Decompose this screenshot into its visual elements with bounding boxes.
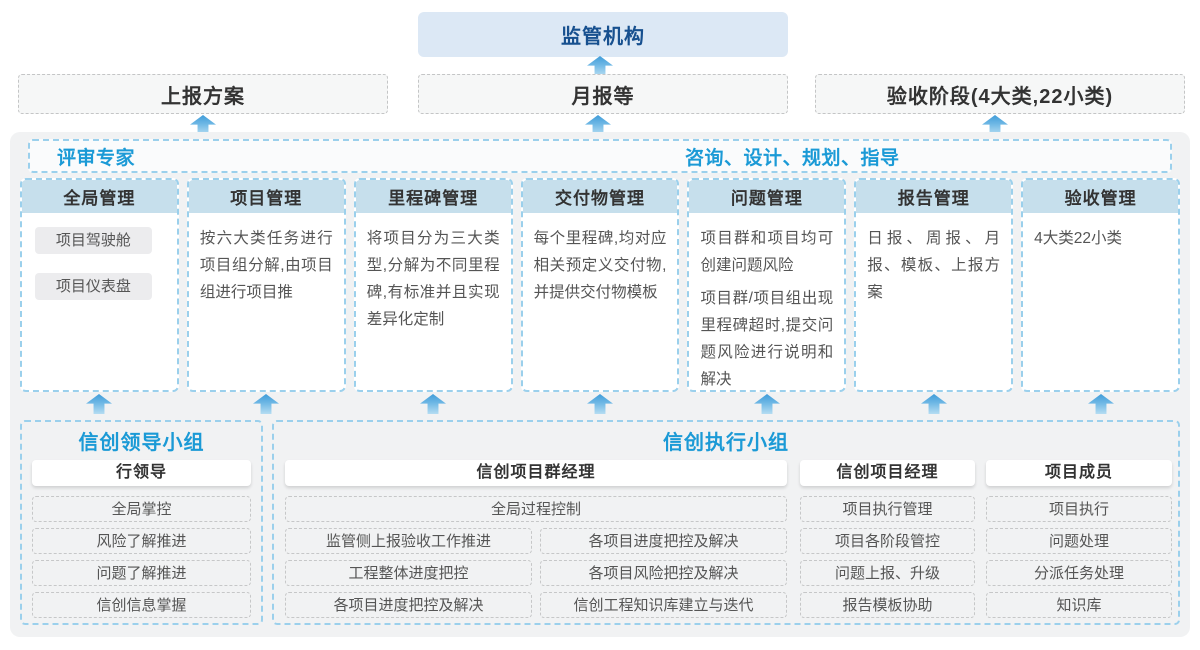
consulting-label: 咨询、设计、规划、指导 bbox=[685, 147, 900, 169]
up-arrow-column-6 bbox=[921, 394, 947, 414]
management-column-7: 验收管理 4大类22小类 bbox=[1021, 178, 1181, 392]
up-arrow-column-4 bbox=[587, 394, 613, 414]
exec-group-box: 信创执行小组 信创项目群经理全局过程控制监管侧上报验收工作推进工程整体进度把控各… bbox=[272, 420, 1180, 625]
up-arrow-column-5 bbox=[754, 394, 780, 414]
up-arrow-column-2 bbox=[253, 394, 279, 414]
leader-item: 问题了解推进 bbox=[32, 560, 251, 586]
column-text: 4大类22小类 bbox=[1034, 230, 1123, 247]
management-column-4: 交付物管理每个里程碑,均对应相关预定义交付物,并提供交付物模板 bbox=[520, 178, 680, 392]
member-item: 知识库 bbox=[986, 592, 1172, 618]
column-body: 将项目分为三大类型,分解为不同里程碑,有标准并且实现差异化定制 bbox=[356, 213, 511, 347]
column-text: 每个里程碑,均对应相关预定义交付物,并提供交付物模板 bbox=[533, 230, 667, 301]
member-item: 问题处理 bbox=[986, 528, 1172, 554]
report-box-monthly: 月报等 bbox=[418, 74, 788, 114]
management-columns: 全局管理项目驾驶舱项目仪表盘项目管理按六大类任务进行项目组分解,由项目组进行项目… bbox=[20, 178, 1181, 392]
report-box-plan: 上报方案 bbox=[18, 74, 388, 114]
column-title: 问题管理 bbox=[689, 180, 845, 213]
role-chip-bank-leader: 行领导 bbox=[32, 460, 251, 486]
report-box-acceptance: 验收阶段(4大类,22小类) bbox=[815, 74, 1185, 114]
exec-group-title: 信创执行小组 bbox=[663, 432, 789, 454]
column-body: 项目驾驶舱项目仪表盘 bbox=[22, 213, 177, 327]
role-chip-project-manager: 信创项目经理 bbox=[800, 460, 975, 486]
up-arrow-regulator bbox=[587, 56, 613, 76]
role-chip-member: 项目成员 bbox=[986, 460, 1172, 486]
column-body: 4大类22小类 bbox=[1023, 213, 1178, 266]
leader-group-title: 信创领导小组 bbox=[78, 432, 205, 454]
regulator-box: 监管机构 bbox=[418, 12, 788, 57]
role-chip-program-manager: 信创项目群经理 bbox=[285, 460, 787, 486]
platform-container: 评审专家 咨询、设计、规划、指导 全局管理项目驾驶舱项目仪表盘项目管理按六大类任… bbox=[10, 132, 1190, 637]
column-body: 每个里程碑,均对应相关预定义交付物,并提供交付物模板 bbox=[523, 213, 678, 320]
feature-chip: 项目仪表盘 bbox=[35, 273, 152, 300]
management-column-2: 项目管理按六大类任务进行项目组分解,由项目组进行项目推 bbox=[186, 178, 346, 392]
member-item: 分派任务处理 bbox=[986, 560, 1172, 586]
column-body: 项目群和项目均可创建问题风险项目群/项目组出现里程碑超时,提交问题风险进行说明和… bbox=[689, 213, 844, 390]
column-title: 里程碑管理 bbox=[355, 180, 511, 213]
up-arrow-column-7 bbox=[1088, 394, 1114, 414]
experts-bar: 评审专家 咨询、设计、规划、指导 bbox=[28, 139, 1172, 173]
management-column-3: 里程碑管理将项目分为三大类型,分解为不同里程碑,有标准并且实现差异化定制 bbox=[353, 178, 513, 392]
program-manager-item: 各项目风险把控及解决 bbox=[540, 560, 787, 586]
column-title: 全局管理 bbox=[22, 180, 177, 213]
column-title: 交付物管理 bbox=[522, 180, 678, 213]
program-manager-item: 信创工程知识库建立与迭代 bbox=[540, 592, 787, 618]
program-manager-item: 监管侧上报验收工作推进 bbox=[285, 528, 532, 554]
program-manager-item: 各项目进度把控及解决 bbox=[540, 528, 787, 554]
leader-item: 风险了解推进 bbox=[32, 528, 251, 554]
management-column-1: 全局管理项目驾驶舱项目仪表盘 bbox=[20, 178, 179, 392]
project-manager-item: 问题上报、升级 bbox=[800, 560, 975, 586]
column-text: 项目群和项目均可创建问题风险 bbox=[700, 230, 834, 274]
column-title: 报告管理 bbox=[856, 180, 1012, 213]
up-arrow-column-3 bbox=[420, 394, 446, 414]
column-title: 验收管理 bbox=[1023, 180, 1179, 213]
project-manager-item: 项目各阶段管控 bbox=[800, 528, 975, 554]
up-arrow-column-1 bbox=[86, 394, 112, 414]
leader-item: 全局掌控 bbox=[32, 496, 251, 522]
column-body: 日报、周报、月报、模板、上报方案 bbox=[856, 213, 1011, 320]
project-manager-item: 报告模板协助 bbox=[800, 592, 975, 618]
feature-chip: 项目驾驶舱 bbox=[35, 227, 152, 254]
project-manager-item: 项目执行管理 bbox=[800, 496, 975, 522]
column-text: 项目群/项目组出现里程碑超时,提交问题风险进行说明和解决 bbox=[700, 290, 834, 388]
column-text: 将项目分为三大类型,分解为不同里程碑,有标准并且实现差异化定制 bbox=[366, 230, 500, 328]
column-title: 项目管理 bbox=[188, 180, 344, 213]
member-item: 项目执行 bbox=[986, 496, 1172, 522]
column-text: 按六大类任务进行项目组分解,由项目组进行项目推 bbox=[199, 230, 333, 301]
management-column-5: 问题管理项目群和项目均可创建问题风险项目群/项目组出现里程碑超时,提交问题风险进… bbox=[687, 178, 847, 392]
management-column-6: 报告管理日报、周报、月报、模板、上报方案 bbox=[854, 178, 1014, 392]
leader-item: 信创信息掌握 bbox=[32, 592, 251, 618]
column-text: 日报、周报、月报、模板、上报方案 bbox=[867, 230, 1001, 301]
column-body: 按六大类任务进行项目组分解,由项目组进行项目推 bbox=[189, 213, 344, 320]
program-manager-item: 全局过程控制 bbox=[285, 496, 787, 522]
leader-group-box: 信创领导小组 行领导全局掌控风险了解推进问题了解推进信创信息掌握 bbox=[20, 420, 263, 625]
program-manager-item: 工程整体进度把控 bbox=[285, 560, 532, 586]
program-manager-item: 各项目进度把控及解决 bbox=[285, 592, 532, 618]
experts-label: 评审专家 bbox=[57, 147, 136, 169]
